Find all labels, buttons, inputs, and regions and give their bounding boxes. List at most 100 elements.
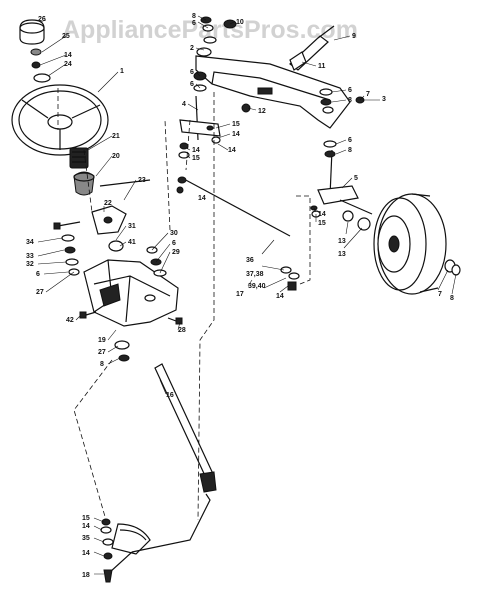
callout-14: 14 bbox=[228, 147, 236, 154]
steering-wheel-cap bbox=[19, 19, 45, 45]
callout-30: 30 bbox=[170, 230, 178, 237]
callout-labels: 26 25 14 24 1 21 20 23 22 34 33 32 6 27 … bbox=[26, 13, 454, 579]
callout-21: 21 bbox=[112, 133, 120, 140]
callout-16: 16 bbox=[166, 392, 174, 399]
callout-8: 8 bbox=[348, 147, 352, 154]
callout-15: 15 bbox=[232, 121, 240, 128]
callout-6: 6 bbox=[172, 240, 176, 247]
leader-lines bbox=[37, 15, 457, 575]
bolt-34 bbox=[53, 221, 81, 230]
callout-17: 17 bbox=[236, 291, 244, 298]
tie-rod-end-hardware bbox=[176, 186, 300, 291]
callout-13: 13 bbox=[338, 251, 346, 258]
callout-25: 25 bbox=[62, 33, 70, 40]
callout-7: 7 bbox=[438, 291, 442, 298]
callout-2: 2 bbox=[190, 45, 194, 52]
steering-wheel bbox=[11, 84, 109, 156]
callout-6: 6 bbox=[190, 69, 194, 76]
callout-14: 14 bbox=[318, 211, 326, 218]
callout-6: 6 bbox=[348, 87, 352, 94]
bolt-42 bbox=[79, 311, 97, 319]
callout-8: 8 bbox=[192, 13, 196, 20]
bolt-12 bbox=[241, 103, 251, 113]
washer-top bbox=[33, 73, 51, 83]
sector-gear bbox=[111, 523, 151, 555]
spindle-hardware-left bbox=[178, 136, 221, 159]
callout-1: 1 bbox=[120, 68, 124, 75]
callout-14: 14 bbox=[82, 550, 90, 557]
callout-20: 20 bbox=[112, 153, 120, 160]
callout-6: 6 bbox=[348, 137, 352, 144]
callout-41: 41 bbox=[128, 239, 136, 246]
callout-33: 33 bbox=[26, 253, 34, 260]
callout-37-38: 37,38 bbox=[246, 271, 264, 278]
wheel-retaining-ring bbox=[444, 259, 461, 276]
front-wheel bbox=[373, 193, 447, 295]
callout-8: 8 bbox=[450, 295, 454, 302]
right-spindle-washers bbox=[310, 140, 337, 218]
bottom-hardware-stack bbox=[100, 518, 114, 583]
callout-13: 13 bbox=[338, 238, 346, 245]
steering-shaft bbox=[154, 363, 217, 493]
callout-29: 29 bbox=[172, 249, 180, 256]
callout-9: 9 bbox=[352, 33, 356, 40]
assembly-line-b bbox=[197, 92, 215, 521]
assembly-line-a bbox=[164, 119, 191, 231]
bolt-28 bbox=[167, 317, 183, 325]
callout-15: 15 bbox=[82, 515, 90, 522]
callout-14: 14 bbox=[82, 523, 90, 530]
callout-3: 3 bbox=[382, 96, 386, 103]
callout-6: 6 bbox=[190, 81, 194, 88]
callout-6: 6 bbox=[192, 20, 196, 27]
callout-22: 22 bbox=[104, 200, 112, 207]
dash-panel-bracket bbox=[91, 179, 151, 235]
callout-6: 6 bbox=[36, 271, 40, 278]
callout-23: 23 bbox=[138, 177, 146, 184]
axle-washers-right bbox=[319, 88, 365, 114]
callout-10: 10 bbox=[236, 19, 244, 26]
callout-15: 15 bbox=[318, 220, 326, 227]
callout-8: 8 bbox=[100, 361, 104, 368]
front-axle bbox=[195, 55, 351, 129]
assembly-line-c bbox=[296, 195, 311, 285]
callout-14: 14 bbox=[64, 52, 72, 59]
callout-31: 31 bbox=[128, 223, 136, 230]
callout-5: 5 bbox=[354, 175, 358, 182]
callout-8: 8 bbox=[348, 97, 352, 104]
steering-support-bracket bbox=[83, 259, 179, 327]
callout-34: 34 bbox=[26, 239, 34, 246]
callout-28: 28 bbox=[178, 327, 186, 334]
callout-18: 18 bbox=[82, 572, 90, 579]
assembly-line-e bbox=[57, 88, 93, 213]
callout-4: 4 bbox=[182, 101, 186, 108]
assembly-line-d bbox=[73, 359, 113, 521]
callout-27: 27 bbox=[98, 349, 106, 356]
column-bearing bbox=[108, 240, 124, 252]
callout-14: 14 bbox=[276, 293, 284, 300]
callout-27: 27 bbox=[36, 289, 44, 296]
lower-bushing bbox=[114, 340, 130, 362]
callout-14: 14 bbox=[232, 131, 240, 138]
right-spindle bbox=[317, 149, 373, 215]
callout-24: 24 bbox=[64, 61, 72, 68]
callout-19: 19 bbox=[98, 337, 106, 344]
callout-12: 12 bbox=[258, 108, 266, 115]
bushing-cone bbox=[73, 171, 95, 196]
callout-26: 26 bbox=[38, 16, 46, 23]
steering-gear bbox=[69, 147, 89, 169]
callout-36: 36 bbox=[246, 257, 254, 264]
callout-15: 15 bbox=[192, 155, 200, 162]
wheel-bushings bbox=[342, 210, 371, 231]
hex-nut-top bbox=[31, 61, 41, 69]
callout-7: 7 bbox=[366, 91, 370, 98]
callout-14: 14 bbox=[198, 195, 206, 202]
tie-rod bbox=[177, 176, 291, 237]
callout-11: 11 bbox=[318, 63, 326, 70]
callout-42: 42 bbox=[66, 317, 74, 324]
washer-stack-left bbox=[61, 234, 80, 276]
callout-35: 35 bbox=[82, 535, 90, 542]
spacer-11 bbox=[289, 51, 307, 71]
cap-adapter bbox=[30, 48, 42, 56]
callout-32: 32 bbox=[26, 261, 34, 268]
